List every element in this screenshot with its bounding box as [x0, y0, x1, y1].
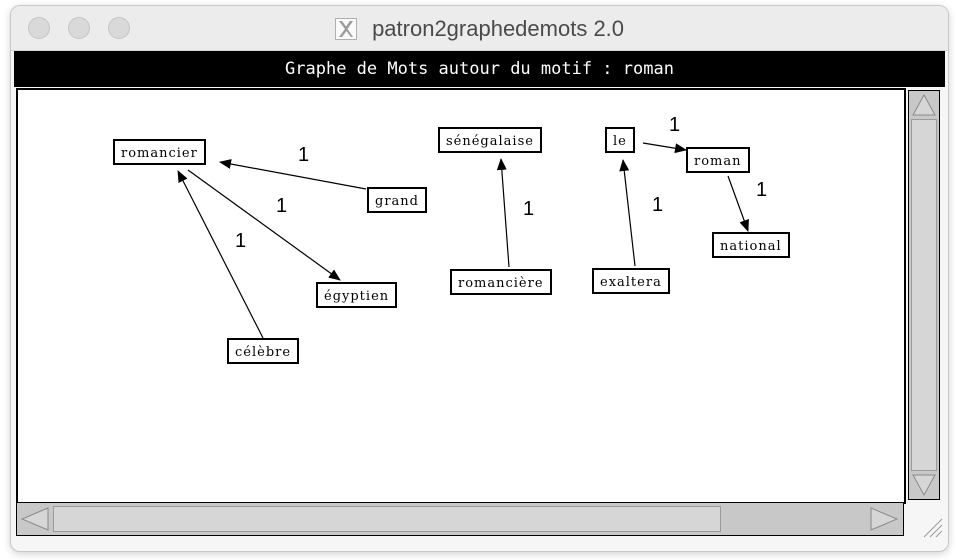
edge-weight-le-roman: 1	[669, 114, 681, 136]
edge-exaltera-le	[619, 159, 636, 267]
scroll-down-button[interactable]	[911, 472, 937, 498]
node-roman[interactable]: roman	[686, 147, 750, 173]
close-window-button[interactable]	[28, 17, 50, 39]
edge-weight-romancier-egyptien: 1	[276, 195, 288, 217]
vertical-scroll-thumb[interactable]	[911, 119, 937, 471]
horizontal-scroll-thumb[interactable]	[53, 506, 721, 532]
edge-roman-national	[727, 175, 749, 232]
node-le[interactable]: le	[605, 127, 635, 153]
triangle-up-icon	[912, 93, 936, 116]
node-romancier[interactable]: romancier	[113, 139, 206, 165]
resize-grip-icon[interactable]	[916, 511, 944, 539]
horizontal-scrollbar[interactable]	[16, 502, 904, 536]
window-title: patron2graphedemots 2.0	[372, 16, 625, 41]
scroll-up-button[interactable]	[911, 92, 937, 118]
edge-weight-exaltera-le: 1	[652, 194, 664, 216]
graph-edges	[177, 142, 749, 339]
edge-romanciere-senegalaise	[496, 158, 510, 268]
vertical-scrollbar[interactable]	[908, 90, 940, 500]
window-title-group: patron2graphedemots 2.0	[11, 16, 948, 42]
edge-weight-grand-romancier: 1	[298, 144, 310, 166]
edge-celebre-romancier	[177, 170, 264, 339]
scroll-left-button[interactable]	[20, 506, 50, 532]
minimize-window-button[interactable]	[68, 17, 90, 39]
graph-header: Graphe de Mots autour du motif : roman	[14, 51, 945, 87]
title-bar[interactable]: patron2graphedemots 2.0	[11, 6, 948, 51]
zoom-window-button[interactable]	[108, 17, 130, 39]
triangle-down-icon	[912, 474, 936, 497]
app-window: patron2graphedemots 2.0 Graphe de Mots a…	[10, 5, 949, 552]
scroll-right-button[interactable]	[869, 506, 899, 532]
triangle-right-icon	[870, 507, 899, 531]
node-romanciere[interactable]: romancière	[450, 269, 552, 295]
edge-weight-roman-national: 1	[756, 179, 768, 201]
graph-canvas[interactable]: romancier grand égyptien célèbre sénégal…	[16, 88, 906, 504]
x11-icon	[334, 18, 357, 40]
node-exaltera[interactable]: exaltera	[592, 268, 670, 294]
edge-weight-romanciere-senegalaise: 1	[523, 198, 535, 220]
node-egyptien[interactable]: égyptien	[316, 282, 398, 308]
edge-romancier-egyptien	[187, 169, 341, 281]
node-grand[interactable]: grand	[367, 187, 427, 213]
node-celebre[interactable]: célèbre	[227, 338, 300, 364]
edge-weight-celebre-romancier: 1	[235, 230, 247, 252]
edge-grand-romancier	[219, 159, 367, 190]
node-senegalaise[interactable]: sénégalaise	[438, 127, 542, 153]
edge-le-roman	[642, 142, 687, 154]
node-national[interactable]: national	[712, 232, 790, 258]
triangle-left-icon	[20, 507, 49, 531]
